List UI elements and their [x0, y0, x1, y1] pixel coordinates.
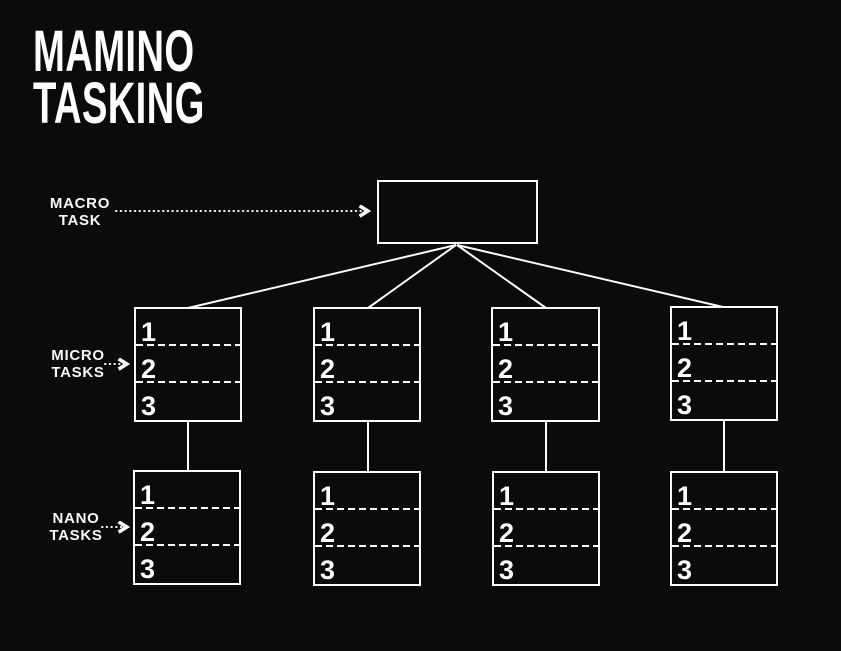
macro-label-line2: TASK [58, 212, 102, 229]
micro-label-line1: MICRO [51, 347, 105, 364]
task-number: 2 [320, 354, 336, 385]
task-number: 3 [320, 391, 336, 422]
task-number: 3 [141, 391, 157, 422]
task-row: 2 [493, 346, 598, 383]
nano-task-box-1: 1 2 3 [133, 470, 241, 585]
task-row: 2 [494, 510, 598, 547]
task-number: 3 [320, 555, 336, 586]
micro-task-box-4: 1 2 3 [670, 306, 778, 421]
task-number: 1 [677, 481, 693, 512]
task-number: 2 [498, 354, 514, 385]
micro-task-box-3: 1 2 3 [491, 307, 600, 422]
task-number: 1 [677, 316, 693, 347]
task-row: 2 [672, 510, 776, 547]
page-title-line1: MAMINO [33, 19, 195, 84]
micro-tasks-label: MICRO TASKS [40, 347, 116, 381]
task-number: 3 [677, 555, 693, 586]
task-number: 3 [140, 554, 156, 585]
task-number: 2 [320, 518, 336, 549]
task-number: 2 [140, 517, 156, 548]
task-row: 3 [315, 547, 419, 584]
task-row: 3 [672, 547, 776, 584]
nano-task-box-3: 1 2 3 [492, 471, 600, 586]
task-number: 2 [499, 518, 515, 549]
task-number: 2 [677, 518, 693, 549]
task-row: 1 [135, 472, 239, 509]
task-number: 3 [499, 555, 515, 586]
task-row: 1 [136, 309, 240, 346]
task-number: 1 [499, 481, 515, 512]
page-title: MAMINO TASKING [33, 19, 205, 136]
task-row: 3 [315, 383, 419, 420]
nano-task-box-4: 1 2 3 [670, 471, 778, 586]
micro-to-nano-lines [187, 420, 725, 471]
task-row: 3 [136, 383, 240, 420]
macro-task-label: MACRO TASK [40, 195, 120, 229]
task-row: 2 [315, 346, 419, 383]
micro-label-line2: TASKS [51, 364, 105, 381]
nano-task-box-2: 1 2 3 [313, 471, 421, 586]
macro-to-micro-lines [187, 244, 724, 309]
task-row: 3 [672, 382, 776, 419]
task-row: 1 [315, 473, 419, 510]
task-row: 2 [136, 346, 240, 383]
macro-task-box [377, 180, 538, 244]
task-number: 3 [677, 390, 693, 421]
task-row: 3 [494, 547, 598, 584]
nano-label-line1: NANO [52, 510, 100, 527]
task-row: 1 [672, 473, 776, 510]
task-row: 2 [135, 509, 239, 546]
task-number: 3 [498, 391, 514, 422]
task-number: 1 [498, 317, 514, 348]
task-row: 3 [135, 546, 239, 583]
nano-label-line2: TASKS [49, 527, 103, 544]
nano-tasks-label: NANO TASKS [38, 510, 114, 544]
task-number: 1 [320, 481, 336, 512]
page-title-line2: TASKING [33, 71, 205, 136]
task-number: 2 [141, 354, 157, 385]
task-number: 2 [677, 353, 693, 384]
micro-task-box-1: 1 2 3 [134, 307, 242, 422]
macro-label-line1: MACRO [49, 195, 111, 212]
task-row: 2 [672, 345, 776, 382]
task-row: 3 [493, 383, 598, 420]
task-row: 1 [494, 473, 598, 510]
micro-task-box-2: 1 2 3 [313, 307, 421, 422]
task-number: 1 [140, 480, 156, 511]
task-row: 2 [315, 510, 419, 547]
task-number: 1 [141, 317, 157, 348]
task-row: 1 [315, 309, 419, 346]
task-number: 1 [320, 317, 336, 348]
task-row: 1 [672, 308, 776, 345]
task-row: 1 [493, 309, 598, 346]
